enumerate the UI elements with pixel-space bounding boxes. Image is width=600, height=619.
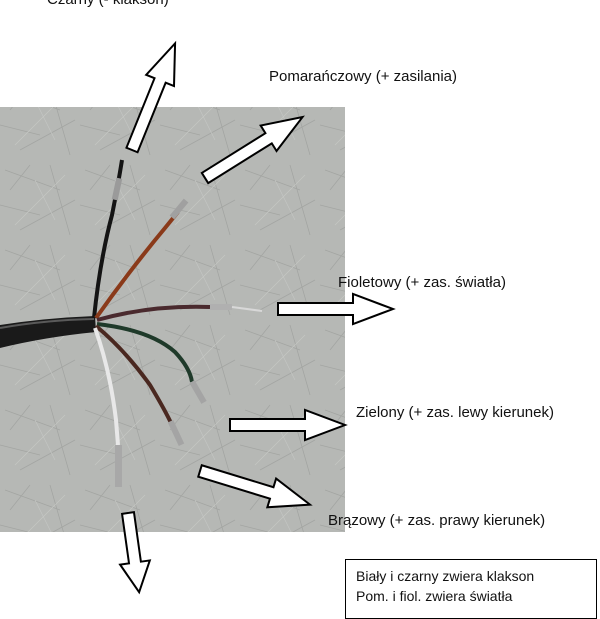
arrow-black [125, 40, 177, 154]
cable-sheath [0, 316, 96, 348]
label-black-wire: Czarny (- klakson) [47, 0, 169, 8]
note-line-2: Pom. i fiol. zwiera światła [356, 588, 513, 604]
wire-green [96, 322, 194, 383]
arrow-green [229, 408, 348, 442]
label-green-wire: Zielony (+ zas. lewy kierunek) [356, 404, 554, 421]
wire-white [93, 327, 120, 446]
arrow-orange [200, 115, 305, 185]
arrow-brown [196, 464, 313, 509]
connector-orange [169, 198, 189, 220]
wire-orange [94, 210, 180, 320]
arrow-white [118, 511, 152, 595]
wiring-diagram [0, 40, 396, 595]
wire-brown [94, 324, 174, 426]
wire-violet [96, 304, 211, 322]
arrow-violet [277, 292, 396, 326]
connector-white [115, 445, 122, 487]
connector-black [111, 177, 123, 201]
label-violet-wire: Fioletowy (+ zas. światła) [338, 274, 506, 291]
label-brown-wire: Brązowy (+ zas. prawy kierunek) [328, 512, 546, 529]
connector-green [189, 380, 207, 404]
note-line-1: Biały i czarny zwiera klakson [356, 568, 535, 584]
connector-brown [167, 419, 185, 447]
label-orange-wire: Pomarańczowy (+ zasilania) [269, 68, 457, 85]
note-box: Biały i czarny zwiera klakson Pom. i fio… [345, 559, 597, 619]
connector-violet [210, 304, 232, 310]
